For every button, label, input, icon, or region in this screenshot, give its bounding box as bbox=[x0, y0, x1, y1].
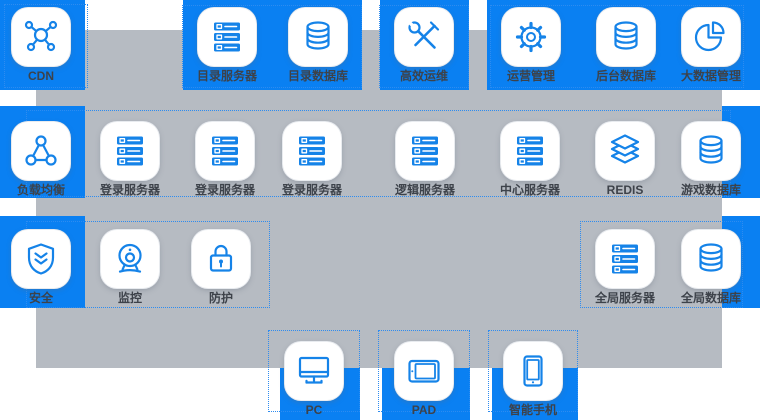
node-login-server-2: 登录服务器 bbox=[181, 122, 269, 197]
database-icon bbox=[597, 8, 655, 66]
server-icon bbox=[501, 122, 559, 180]
group-box-global bbox=[580, 221, 743, 308]
database-icon bbox=[682, 230, 740, 288]
node-logic-server: 逻辑服务器 bbox=[381, 122, 469, 197]
lock-icon bbox=[192, 230, 250, 288]
server-icon bbox=[101, 122, 159, 180]
pie-chart-icon bbox=[682, 8, 740, 66]
webcam-icon bbox=[101, 230, 159, 288]
node-label: 逻辑服务器 bbox=[394, 183, 455, 197]
group-box-ops bbox=[379, 5, 469, 88]
node-monitoring: 监控 bbox=[86, 230, 174, 305]
node-label: 防护 bbox=[208, 291, 233, 305]
node-security: 安全 bbox=[0, 230, 85, 305]
network-icon bbox=[12, 8, 70, 66]
node-label: 登录服务器 bbox=[99, 183, 160, 197]
group-box-cdn bbox=[4, 4, 88, 88]
node-label: 安全 bbox=[28, 291, 53, 305]
node-label: PAD bbox=[411, 403, 437, 417]
node-label: 全局服务器 bbox=[594, 291, 655, 305]
database-icon bbox=[289, 8, 347, 66]
load-balancer-icon bbox=[12, 122, 70, 180]
node-label: PC bbox=[305, 403, 323, 417]
tools-icon bbox=[395, 8, 453, 66]
node-label: 游戏数据库 bbox=[680, 183, 741, 197]
server-icon bbox=[396, 122, 454, 180]
node-label: 智能手机 bbox=[508, 403, 557, 417]
server-icon bbox=[283, 122, 341, 180]
node-pad-client: PAD bbox=[380, 342, 468, 417]
node-label: REDIS bbox=[606, 183, 644, 197]
layers-icon bbox=[596, 122, 654, 180]
node-label: 后台数据库 bbox=[595, 69, 656, 83]
node-label: 负载均衡 bbox=[16, 183, 65, 197]
node-backend-database: 后台数据库 bbox=[582, 8, 670, 83]
node-global-database: 全局数据库 bbox=[667, 230, 755, 305]
group-box-phone bbox=[488, 330, 578, 412]
node-pc-client: PC bbox=[270, 342, 358, 417]
node-label: CDN bbox=[28, 69, 54, 83]
node-load-balancer: 负载均衡 bbox=[0, 122, 85, 197]
shield-icon bbox=[12, 230, 70, 288]
node-label: 中心服务器 bbox=[499, 183, 560, 197]
node-label: 运营管理 bbox=[506, 69, 555, 83]
node-efficient-ops: 高效运维 bbox=[380, 8, 468, 83]
node-label: 目录数据库 bbox=[287, 69, 348, 83]
group-box-pad bbox=[378, 330, 470, 412]
group-box-management bbox=[490, 5, 744, 88]
node-directory-database: 目录数据库 bbox=[274, 8, 362, 83]
node-redis: REDIS bbox=[581, 122, 669, 197]
node-global-server: 全局服务器 bbox=[581, 230, 669, 305]
node-login-server-3: 登录服务器 bbox=[268, 122, 356, 197]
node-big-data-management: 大数据管理 bbox=[667, 8, 755, 83]
server-icon bbox=[198, 8, 256, 66]
server-icon bbox=[596, 230, 654, 288]
node-label: 登录服务器 bbox=[281, 183, 342, 197]
server-icon bbox=[196, 122, 254, 180]
node-label: 大数据管理 bbox=[680, 69, 741, 83]
gear-icon bbox=[502, 8, 560, 66]
node-label: 目录服务器 bbox=[196, 69, 257, 83]
node-smartphone-client: 智能手机 bbox=[489, 342, 577, 417]
database-icon bbox=[682, 122, 740, 180]
node-label: 全局数据库 bbox=[680, 291, 741, 305]
node-directory-server: 目录服务器 bbox=[183, 8, 271, 83]
node-cdn: CDN bbox=[0, 8, 85, 83]
group-box-pc bbox=[268, 330, 360, 412]
tablet-icon bbox=[395, 342, 453, 400]
node-central-server: 中心服务器 bbox=[486, 122, 574, 197]
node-label: 登录服务器 bbox=[194, 183, 255, 197]
node-label: 监控 bbox=[117, 291, 142, 305]
smartphone-icon bbox=[504, 342, 562, 400]
monitor-icon bbox=[285, 342, 343, 400]
group-box-directory bbox=[182, 5, 362, 88]
node-login-server-1: 登录服务器 bbox=[86, 122, 174, 197]
node-protection: 防护 bbox=[177, 230, 265, 305]
node-game-database: 游戏数据库 bbox=[667, 122, 755, 197]
node-label: 高效运维 bbox=[399, 69, 448, 83]
node-operations-management: 运营管理 bbox=[487, 8, 575, 83]
